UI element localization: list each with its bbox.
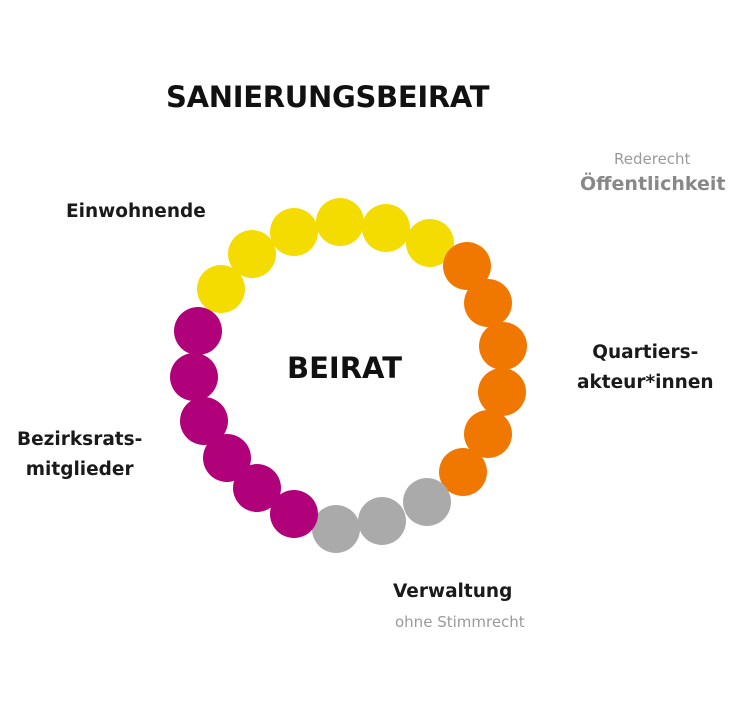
member-dot-bezirk [203, 434, 251, 482]
member-dot-einwohnende [316, 198, 364, 246]
member-dot-bezirk [180, 397, 228, 445]
group-label-einwohnende: Einwohnende [66, 201, 206, 222]
group-label-verwaltung: Verwaltung [393, 581, 513, 602]
member-dot-bezirk [170, 353, 218, 401]
group-label-bezirk-line1: Bezirksrats- [17, 429, 143, 450]
center-label: BEIRAT [287, 351, 403, 385]
member-dot-verwaltung [403, 478, 451, 526]
group-label-quartier-line2: akteur*innen [577, 372, 714, 393]
public-label: Öffentlichkeit [580, 173, 726, 195]
member-dot-quartier [478, 368, 526, 416]
member-dot-einwohnende [228, 230, 276, 278]
member-dot-quartier [464, 279, 512, 327]
diagram-title: SANIERUNGSBEIRAT [166, 80, 490, 114]
public-note: Rederecht [614, 150, 691, 168]
group-label-quartier-line1: Quartiers- [592, 342, 699, 363]
group-label-quartier: Quartiers- akteur*innen [577, 338, 714, 398]
member-dot-quartier [479, 322, 527, 370]
member-dot-einwohnende [270, 208, 318, 256]
member-dot-einwohnende [406, 219, 454, 267]
member-dot-quartier [439, 448, 487, 496]
member-dot-quartier [443, 242, 491, 290]
member-dot-einwohnende [197, 265, 245, 313]
member-dot-verwaltung [358, 497, 406, 545]
member-dot-bezirk [270, 490, 318, 538]
member-dot-verwaltung [312, 505, 360, 553]
member-dot-einwohnende [362, 204, 410, 252]
member-dot-bezirk [233, 464, 281, 512]
member-dot-bezirk [174, 307, 222, 355]
group-label-bezirk-line2: mitglieder [25, 459, 134, 480]
member-dot-quartier [464, 410, 512, 458]
group-label-bezirk: Bezirksrats- mitglieder [17, 425, 142, 485]
verwaltung-note: ohne Stimmrecht [395, 613, 525, 631]
